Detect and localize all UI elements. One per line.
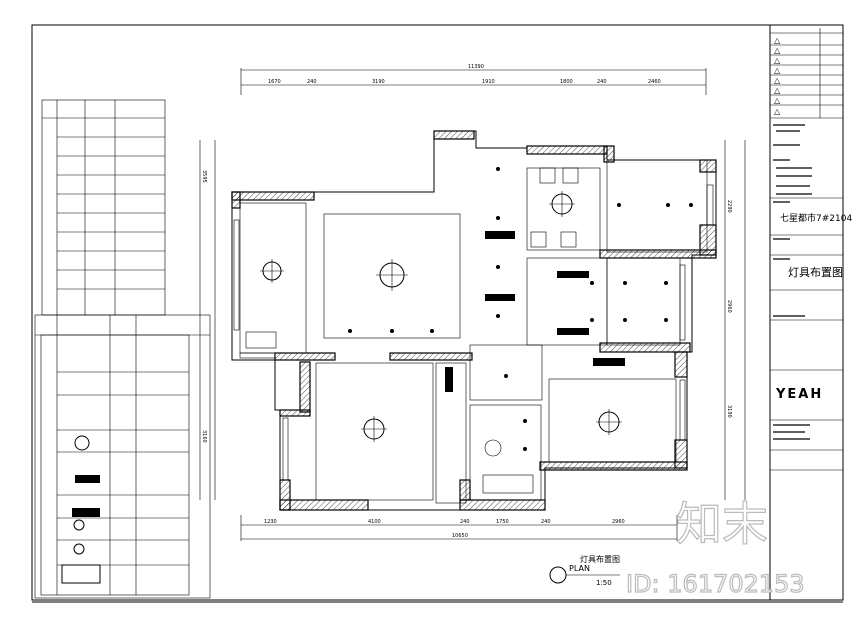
ceiling-lights	[260, 191, 622, 442]
dim-left: 3595	[201, 170, 207, 183]
dim-top: 3190	[372, 79, 385, 85]
dim-top-total: 11390	[468, 64, 484, 70]
dim-bottom: 1750	[496, 519, 509, 525]
dim-left: 3160	[201, 430, 207, 443]
downlights	[348, 167, 693, 451]
dim-right: 3190	[726, 405, 732, 418]
watermark-id: ID: 161702153	[626, 570, 805, 598]
legend-table-lower	[34, 314, 211, 599]
plan-title: 灯具布置图	[580, 554, 620, 564]
ceiling-light-icon	[260, 259, 284, 283]
legend-table-upper	[41, 99, 166, 316]
building-walls	[231, 130, 717, 511]
dim-top: 2460	[648, 79, 661, 85]
dim-bottom: 1230	[264, 519, 277, 525]
ceiling-light-icon	[596, 409, 622, 435]
revision-mark: △	[774, 36, 781, 45]
revision-mark: △	[774, 86, 781, 95]
plan-label: PLAN	[569, 564, 590, 573]
dim-top: 1670	[268, 79, 281, 85]
dim-bottom: 240	[541, 519, 551, 525]
dim-bottom: 240	[460, 519, 470, 525]
dimension-lines	[199, 68, 746, 541]
dim-top: 1910	[482, 79, 495, 85]
revision-table	[770, 28, 843, 471]
rooms	[239, 159, 708, 504]
revision-mark: △	[774, 56, 781, 65]
ceiling-light-icon	[376, 259, 408, 291]
grille-lights	[445, 231, 625, 392]
notes-scribble	[773, 124, 812, 440]
dim-top: 1800	[560, 79, 573, 85]
plan-title-marker	[549, 566, 620, 584]
ceiling-light-icon	[361, 416, 387, 442]
revision-mark: △	[774, 76, 781, 85]
revision-mark: △	[774, 66, 781, 75]
dim-top: 240	[307, 79, 317, 85]
dim-top: 240	[597, 79, 607, 85]
plan-scale: 1:50	[596, 579, 612, 587]
title-block	[769, 24, 844, 601]
company-logo: YEAH	[775, 387, 823, 402]
drawing-name: 灯具布置图	[788, 266, 843, 279]
project-name: 七星都市7#2104	[780, 212, 852, 224]
dim-bottom: 2960	[612, 519, 625, 525]
dim-bottom-total: 10650	[452, 533, 468, 539]
dim-bottom: 4100	[368, 519, 381, 525]
watermark-brand: 知末	[676, 497, 768, 551]
revision-mark: △	[774, 107, 781, 116]
dim-right: 2960	[726, 300, 732, 313]
ceiling-light-icon	[549, 191, 575, 217]
dim-right: 2290	[726, 200, 732, 213]
revision-mark: △	[774, 96, 781, 105]
revision-mark: △	[774, 46, 781, 55]
